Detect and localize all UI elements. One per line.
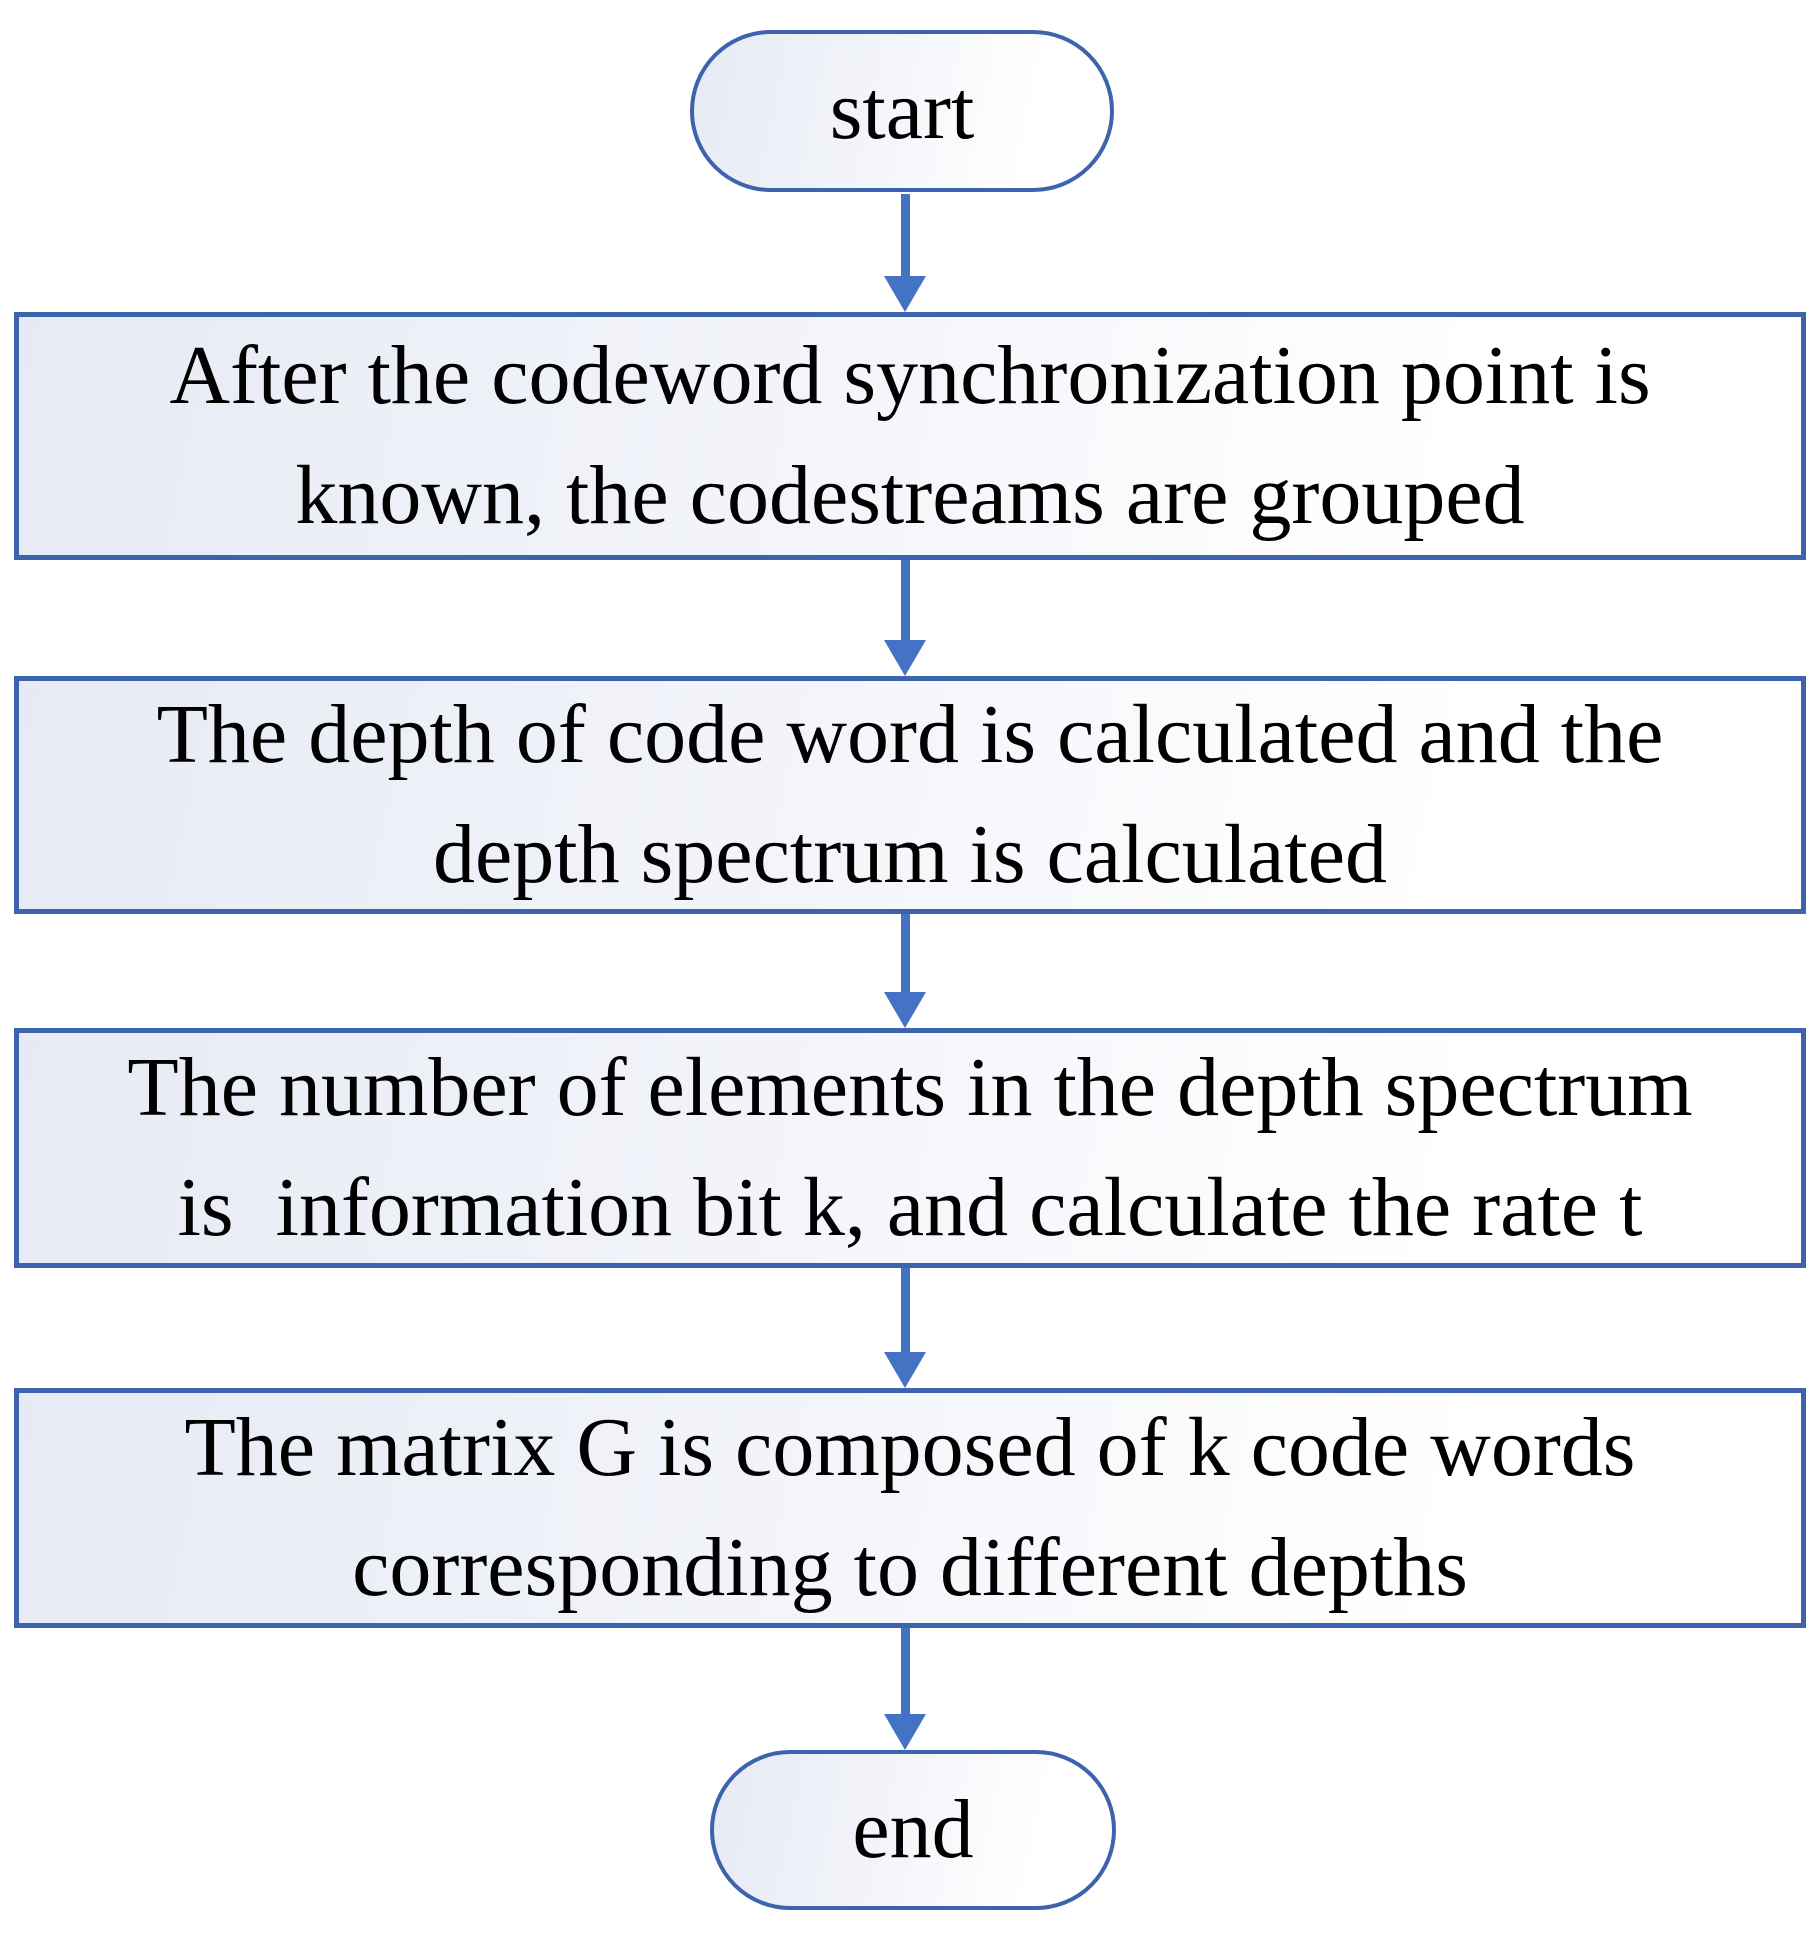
- step-1-line-1: After the codeword synchronization point…: [169, 329, 1651, 422]
- flow-arrow-4: [884, 1268, 926, 1388]
- end-label: end: [852, 1783, 974, 1876]
- arrow-shaft: [901, 1628, 910, 1722]
- arrow-head-icon: [884, 276, 926, 312]
- start-label: start: [829, 64, 975, 157]
- step-1-line-2: known, the codestreams are grouped: [295, 449, 1525, 542]
- step-4-box: The matrix G is composed of k code words…: [14, 1388, 1806, 1628]
- flow-arrow-1: [884, 194, 926, 312]
- flow-arrow-5: [884, 1628, 926, 1750]
- arrow-head-icon: [884, 1352, 926, 1388]
- step-3-box: The number of elements in the depth spec…: [14, 1028, 1806, 1268]
- flow-arrow-2: [884, 560, 926, 676]
- arrow-shaft: [901, 560, 910, 648]
- arrow-head-icon: [884, 640, 926, 676]
- step-1-box: After the codeword synchronization point…: [14, 312, 1806, 560]
- arrow-head-icon: [884, 1714, 926, 1750]
- step-4-line-1: The matrix G is composed of k code words: [184, 1401, 1636, 1494]
- step-4-line-2: corresponding to different depths: [352, 1521, 1468, 1614]
- step-2-line-1: The depth of code word is calculated and…: [156, 688, 1664, 781]
- arrow-head-icon: [884, 992, 926, 1028]
- flow-arrow-3: [884, 914, 926, 1028]
- arrow-shaft: [901, 194, 910, 284]
- arrow-shaft: [901, 1268, 910, 1360]
- end-node: end: [710, 1750, 1116, 1910]
- step-3-line-2: is information bit k, and calculate the …: [177, 1161, 1643, 1254]
- step-2-line-2: depth spectrum is calculated: [433, 808, 1387, 901]
- step-3-line-1: The number of elements in the depth spec…: [127, 1041, 1693, 1134]
- step-2-box: The depth of code word is calculated and…: [14, 676, 1806, 914]
- arrow-shaft: [901, 914, 910, 1000]
- start-node: start: [690, 30, 1114, 192]
